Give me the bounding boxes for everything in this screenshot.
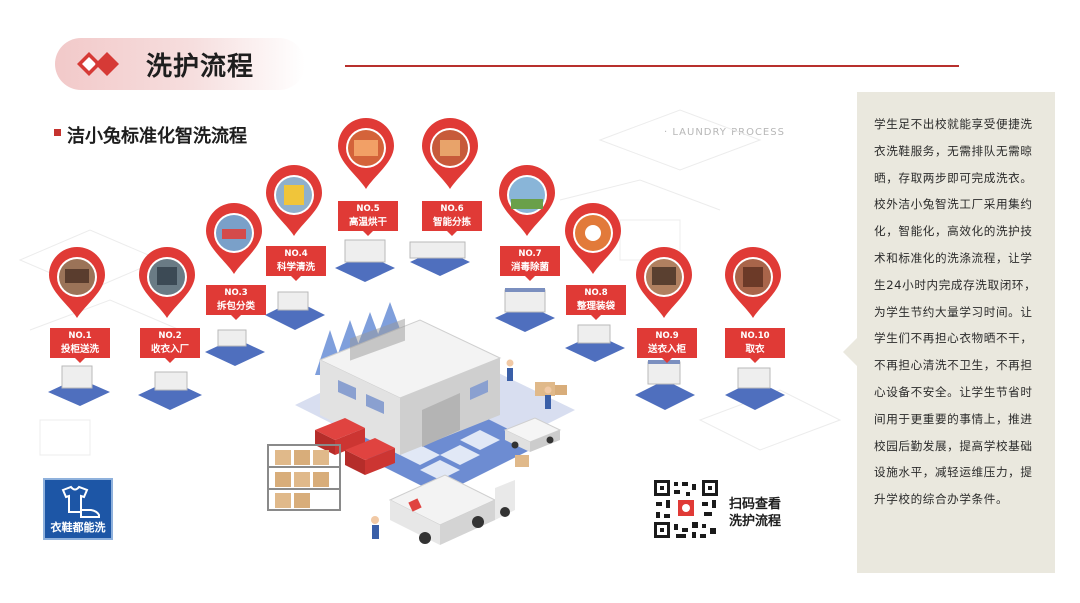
qr-caption: 扫码查看 洗护流程	[729, 497, 782, 529]
diamond-logo-icon	[77, 52, 119, 76]
step-3-pin-icon	[204, 203, 264, 275]
step-6-pin-icon	[420, 118, 480, 190]
page-title: 洗护流程	[146, 52, 255, 82]
clothes-shoes-badge: 衣鞋都能洗	[43, 478, 113, 540]
step-2-pin-icon	[137, 247, 197, 319]
step-7-pin-icon	[497, 165, 557, 237]
step-9-pin-icon	[634, 247, 694, 319]
panel-pointer	[843, 338, 857, 366]
shirt-shoe-icon	[61, 485, 100, 518]
step-10-pin-icon	[723, 247, 783, 319]
description-panel	[857, 92, 1055, 573]
step-8-pin-icon	[563, 203, 623, 275]
header-divider	[345, 65, 959, 67]
subtitle-bullet	[54, 129, 61, 136]
step-5-pin-icon	[336, 118, 396, 190]
step-1-pin-icon	[47, 247, 107, 319]
qr-code[interactable]	[652, 478, 720, 540]
step-4-pin-icon	[264, 165, 324, 237]
description-text: 学生足不出校就能享受便捷洗衣洗鞋服务，无需排队无需晾晒，存取两步即可完成洗衣。校…	[874, 117, 1037, 507]
laundry-process-tag: · LAUNDRY PROCESS	[664, 127, 785, 138]
section-title: 洁小兔标准化智洗流程	[67, 126, 247, 147]
